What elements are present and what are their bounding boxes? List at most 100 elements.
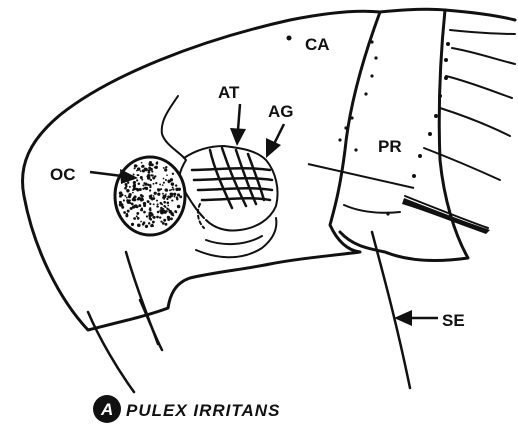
- stipple-dot: [123, 199, 125, 201]
- stipple-dot: [138, 204, 141, 207]
- stipple-dot: [154, 192, 157, 195]
- stipple-dot: [137, 174, 139, 176]
- stipple-dot: [141, 207, 143, 209]
- stipple-dot: [148, 223, 150, 225]
- stipple-dot: [163, 195, 166, 198]
- stipple-dot: [131, 203, 134, 206]
- stipple-dot: [170, 217, 173, 220]
- stipple-dot: [152, 217, 154, 219]
- stipple-dot: [147, 200, 149, 202]
- stipple-dot: [159, 209, 162, 212]
- stipple-dot: [162, 184, 164, 186]
- label-oc: OC: [50, 165, 76, 184]
- stipple-dot: [132, 198, 136, 202]
- stipple-dot: [127, 210, 130, 213]
- stipple-dot: [175, 211, 177, 213]
- stipple-dot: [172, 188, 174, 190]
- stipple-dot: [150, 212, 152, 214]
- stipple-dot: [126, 213, 128, 215]
- figure-caption: A PULEX IRRITANS: [93, 395, 280, 423]
- stipple-dot: [136, 188, 139, 191]
- label-pr: PR: [378, 137, 402, 156]
- stipple-dot: [153, 183, 155, 185]
- stipple-dot: [143, 204, 146, 207]
- stipple-dot: [150, 224, 153, 227]
- stipple-dot: [165, 206, 167, 208]
- stipple-dot: [136, 212, 139, 215]
- stipple-dot: [142, 169, 145, 172]
- stipple-dot: [143, 211, 146, 214]
- stipple-dot: [119, 201, 122, 204]
- stipple-dot: [177, 205, 181, 209]
- stipple-dot: [165, 188, 168, 191]
- stipple-dot: [174, 196, 176, 198]
- stipple-dot: [140, 221, 142, 223]
- stipple-dot: [175, 184, 177, 186]
- stipple-dot: [123, 211, 126, 214]
- stipple-dot: [144, 182, 147, 185]
- stipple-dot: [156, 205, 158, 207]
- stipple-dot: [129, 193, 132, 196]
- stipple-dot: [126, 189, 129, 192]
- stipple-dot: [141, 165, 144, 168]
- stipple-dot: [170, 178, 173, 181]
- label-ag: AG: [268, 102, 294, 121]
- stipple-dot: [152, 177, 155, 180]
- stipple-dot: [155, 182, 157, 184]
- stipple-dot: [124, 187, 127, 190]
- stipple-dot: [150, 194, 152, 196]
- stipple-dot: [136, 165, 138, 167]
- stipple-dot: [170, 193, 174, 197]
- stipple-dot: [156, 161, 158, 163]
- stipple-dot: [165, 210, 167, 212]
- stipple-dot: [131, 223, 134, 226]
- stipple-dot: [133, 217, 136, 220]
- stipple-dot: [167, 202, 170, 205]
- stipple-dot: [155, 166, 158, 169]
- stipple-dot: [177, 198, 179, 200]
- stipple-dot: [149, 203, 151, 205]
- stipple-dot: [160, 212, 162, 214]
- stipple-dot: [137, 198, 140, 201]
- label-at: AT: [218, 83, 240, 102]
- stipple-dot: [172, 173, 174, 175]
- stipple-dot: [137, 217, 140, 220]
- stipple-dot: [171, 182, 175, 186]
- stipple-dot: [137, 224, 141, 228]
- stipple-dot: [145, 225, 148, 228]
- arrow-at: [230, 104, 246, 146]
- stipple-dot: [156, 216, 159, 219]
- stipple-dot: [157, 203, 159, 205]
- setal-dots: [287, 36, 451, 216]
- stipple-dot: [163, 182, 165, 184]
- pronotum-posterior-edge: [340, 10, 468, 260]
- stipple-dot: [151, 197, 154, 200]
- stipple-dot: [169, 196, 172, 199]
- stipple-dot: [164, 168, 167, 171]
- stipple-dot: [149, 184, 151, 186]
- stipple-dot: [133, 197, 135, 199]
- stipple-dot: [163, 219, 166, 222]
- stipple-dot: [134, 181, 136, 183]
- stipple-dot: [162, 222, 165, 225]
- stipple-dot: [178, 188, 180, 190]
- stipple-dot: [163, 167, 165, 169]
- stipple-dot: [165, 166, 167, 168]
- stipple-dot: [165, 223, 168, 226]
- stipple-dot: [159, 183, 161, 185]
- stipple-dot: [157, 193, 160, 196]
- stipple-dot: [149, 217, 152, 220]
- antennal-groove-lower-rim: [196, 218, 276, 257]
- stipple-dot: [172, 214, 174, 216]
- stipple-dot: [136, 206, 139, 209]
- stipple-dot: [140, 176, 143, 179]
- stipple-dot: [169, 189, 171, 191]
- stipple-dot: [163, 178, 165, 180]
- stipple-dot: [161, 203, 163, 205]
- stipple-dot: [151, 171, 153, 173]
- stipple-dot: [141, 162, 143, 164]
- label-se: SE: [442, 311, 465, 330]
- stipple-dot: [167, 218, 170, 221]
- stipple-dot: [151, 174, 153, 176]
